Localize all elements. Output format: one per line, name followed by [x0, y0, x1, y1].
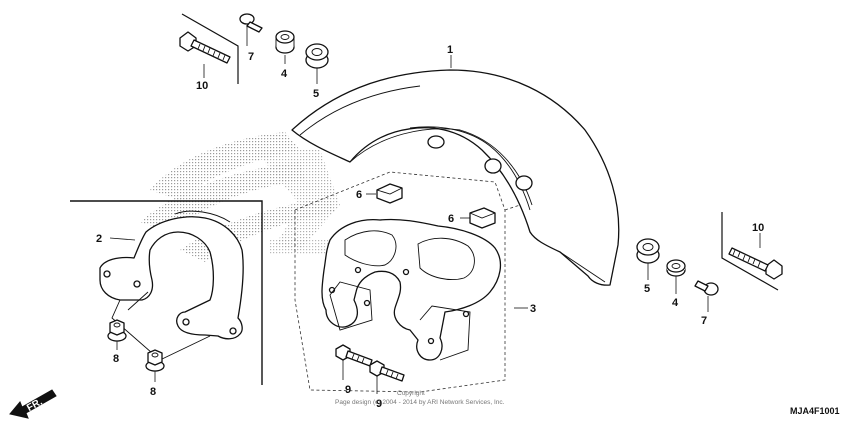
grommet-right — [636, 238, 660, 264]
callout-part-5-right: 5 — [644, 283, 650, 295]
copyright-line-2: Page design (c) 2004 - 2014 by ARI Netwo… — [335, 399, 505, 406]
long-bolt-left — [179, 31, 231, 64]
front-bracket — [99, 210, 244, 361]
callout-part-9-left: 9 — [345, 384, 351, 396]
callout-part-4-top: 4 — [281, 68, 288, 80]
diagram-code: MJA4F1001 — [790, 406, 840, 416]
callout-part-9-right: 9 — [376, 398, 382, 410]
callout-part-7-right: 7 — [701, 315, 707, 327]
callout-part-6-upper: 6 — [356, 189, 362, 201]
callout-part-3: 3 — [530, 303, 536, 315]
flange-bolt-left — [335, 344, 373, 367]
cushion-lower — [469, 207, 496, 229]
flange-nut-lower — [145, 349, 165, 372]
flange-bolt-right — [369, 360, 405, 382]
callout-part-5-top: 5 — [313, 88, 319, 100]
callout-part-8-upper: 8 — [113, 353, 119, 365]
callout-part-10-right: 10 — [752, 222, 764, 234]
callout-part-10-left: 10 — [196, 80, 208, 92]
front-direction-arrow: FR. — [9, 389, 57, 419]
callout-part-2: 2 — [96, 233, 102, 245]
frame-lines — [70, 13, 779, 385]
leader-lines — [109, 25, 761, 394]
brand-watermark — [140, 132, 340, 262]
flange-nut-upper — [107, 319, 127, 342]
long-bolt-right — [728, 247, 783, 280]
front-fender — [291, 69, 620, 286]
callout-part-6-lower: 6 — [448, 213, 454, 225]
screw-top — [239, 13, 263, 33]
callout-part-8-lower: 8 — [150, 386, 156, 398]
callout-numbers: 1 2 3 4 4 5 5 6 6 7 7 8 8 9 9 10 10 — [96, 44, 764, 410]
cushion-upper — [376, 183, 403, 204]
callout-part-1: 1 — [447, 44, 453, 56]
collar-top — [275, 30, 295, 54]
callout-part-7-top: 7 — [248, 51, 254, 63]
collar-right — [666, 259, 686, 277]
screw-right — [694, 280, 719, 296]
dashed-assembly-lines — [294, 171, 521, 393]
callout-part-4-right: 4 — [672, 297, 679, 309]
copyright-line-1: Copyright — [397, 390, 425, 397]
inner-fender-bracket — [321, 218, 502, 361]
grommet-top — [305, 43, 329, 69]
